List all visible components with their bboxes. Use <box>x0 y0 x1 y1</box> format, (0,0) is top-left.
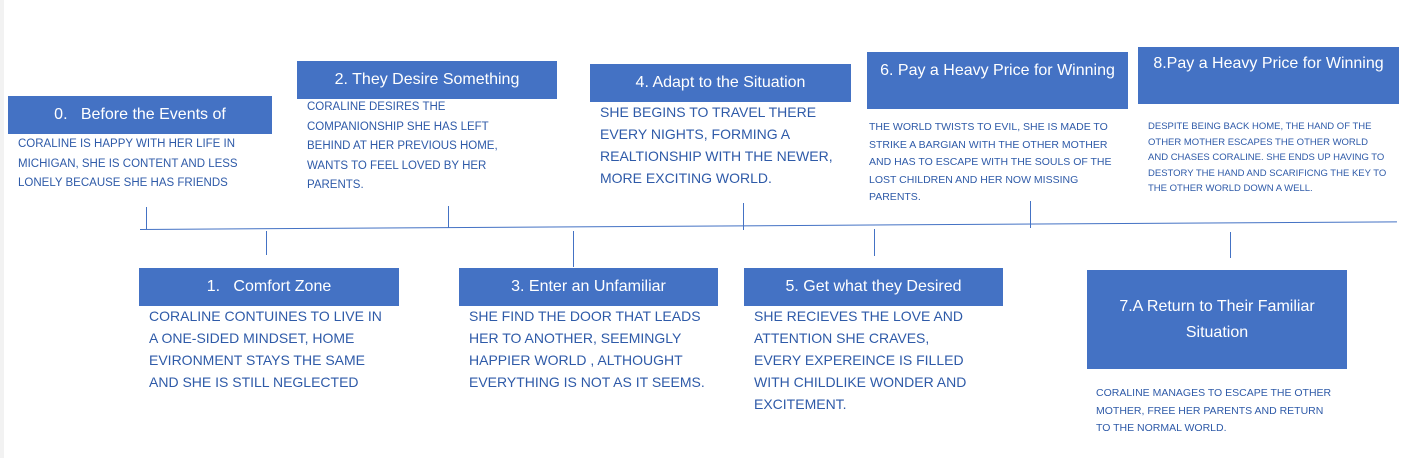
stage-desc-2: CORALINE DESIRES THE COMPANIONSHIP SHE H… <box>307 101 498 191</box>
stage-title-8-text: 8.Pay a Heavy Price for Winning <box>1153 55 1384 72</box>
stage-desc-8: DESPITE BEING BACK HOME, THE HAND OF THE… <box>1148 121 1387 194</box>
stage-desc-5: SHE RECIEVES THE LOVE AND ATTENTION SHE … <box>754 308 967 412</box>
timeline-tick-3 <box>573 231 574 267</box>
stage-title-4-text: 4. Adapt to the Situation <box>635 74 806 91</box>
timeline-tick-6 <box>1030 201 1031 228</box>
timeline-tick-5 <box>874 229 875 256</box>
page-edge <box>0 0 4 458</box>
stage-title-7: 7.A Return to Their Familiar Situation <box>1087 270 1347 369</box>
stage-title-8: 8.Pay a Heavy Price for Winning <box>1138 47 1399 104</box>
stage-title-5-text: 5. Get what they Desired <box>785 278 962 295</box>
stage-title-2: 2. They Desire Something <box>297 61 557 99</box>
stage-desc-0: CORALINE IS HAPPY WITH HER LIFE IN MICHI… <box>18 138 238 189</box>
stage-title-1-text: 1. Comfort Zone <box>206 278 332 295</box>
timeline-tick-0 <box>146 207 147 229</box>
timeline-tick-7 <box>1230 232 1231 258</box>
stage-title-3-text: 3. Enter an Unfamiliar <box>511 278 666 295</box>
stage-desc-3: SHE FIND THE DOOR THAT LEADS HER TO ANOT… <box>469 308 705 390</box>
stage-title-0: 0. Before the Events of <box>8 96 272 134</box>
stage-title-6-text: 6. Pay a Heavy Price for Winning <box>880 62 1115 79</box>
stage-title-5: 5. Get what they Desired <box>744 268 1003 306</box>
stage-title-3: 3. Enter an Unfamiliar <box>459 268 718 306</box>
timeline-tick-1 <box>266 231 267 255</box>
stage-desc-4: SHE BEGINS TO TRAVEL THERE EVERY NIGHTS,… <box>600 104 833 186</box>
stage-title-4: 4. Adapt to the Situation <box>590 64 851 102</box>
stage-desc-7: CORALINE MANAGES TO ESCAPE THE OTHER MOT… <box>1096 387 1332 434</box>
stage-desc-1: CORALINE CONTUINES TO LIVE IN A ONE-SIDE… <box>149 308 382 390</box>
stage-title-0-text: 0. Before the Events of <box>54 106 226 123</box>
stage-title-6: 6. Pay a Heavy Price for Winning <box>867 52 1128 109</box>
stage-title-7-text: 7.A Return to Their Familiar Situation <box>1119 297 1315 341</box>
timeline-tick-4 <box>743 203 744 230</box>
timeline-axis <box>139 221 1397 230</box>
stage-desc-6: THE WORLD TWISTS TO EVIL, SHE IS MADE TO… <box>869 121 1112 203</box>
stage-title-2-text: 2. They Desire Something <box>334 71 520 88</box>
timeline-tick-2 <box>448 206 449 228</box>
stage-title-1: 1. Comfort Zone <box>139 268 399 306</box>
